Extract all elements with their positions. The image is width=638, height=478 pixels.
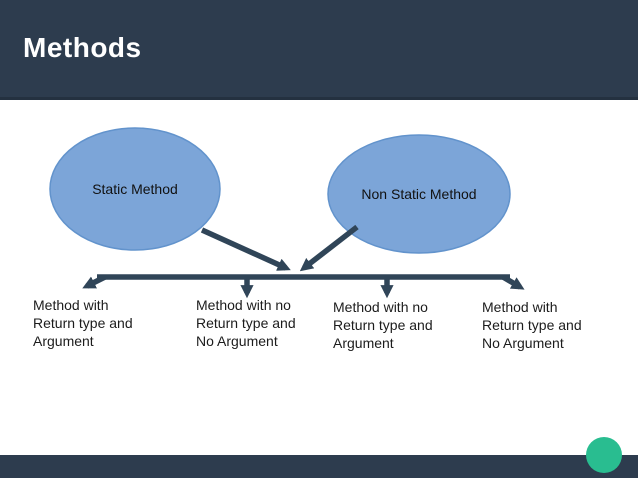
- accent-circle: [586, 437, 622, 473]
- branch-arrow-left: [82, 274, 107, 289]
- branch-label-return-noargument: Method with Return type and No Argument: [482, 299, 582, 351]
- footer-bar: [0, 455, 638, 478]
- static-method-ellipse: [49, 127, 221, 251]
- branch-label-return-argument: Method with Return type and Argument: [33, 297, 133, 349]
- non-static-method-arrow: [299, 224, 359, 272]
- non-static-method-ellipse: [327, 134, 511, 254]
- header-bar: Methods: [0, 0, 638, 100]
- static-method-arrow: [200, 227, 291, 271]
- static-method-label: Static Method: [92, 181, 178, 197]
- branch-arrow-right: [501, 274, 525, 290]
- branch-label-noreturn-argument: Method with no Return type and Argument: [333, 299, 433, 351]
- non-static-method-label: Non Static Method: [361, 186, 477, 202]
- slide-title: Methods: [23, 32, 142, 63]
- branch-label-noreturn-noargument: Method with no Return type and No Argume…: [196, 297, 296, 349]
